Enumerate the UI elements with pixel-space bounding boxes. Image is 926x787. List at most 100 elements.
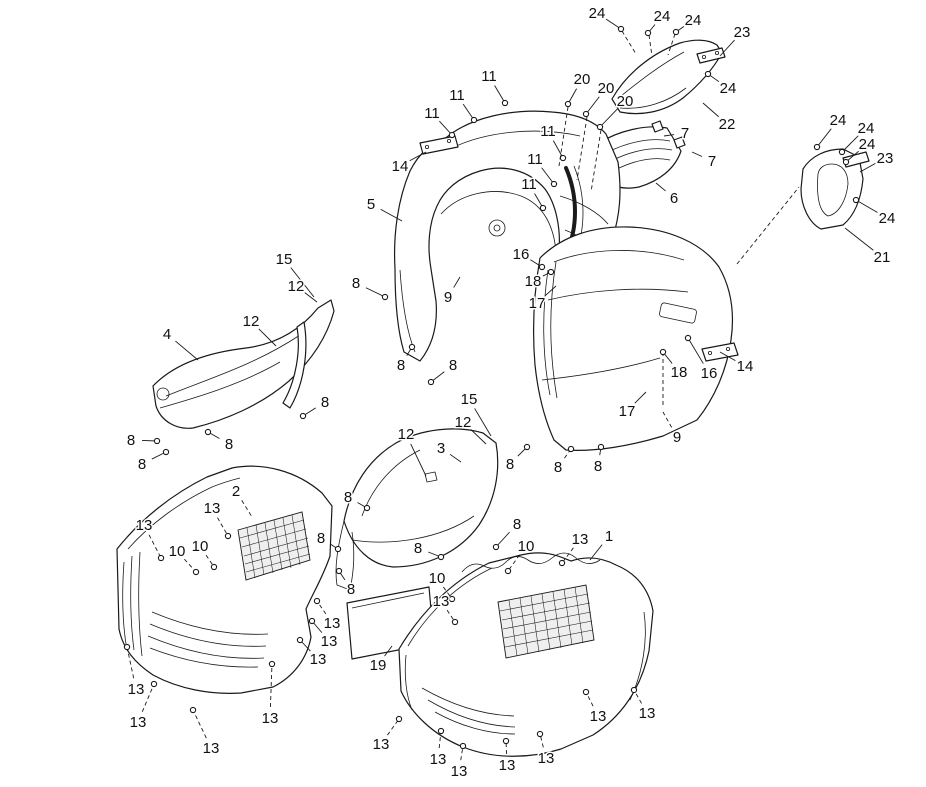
callout-label: 13 xyxy=(262,710,279,727)
leader-line xyxy=(585,691,594,707)
callout-label: 11 xyxy=(449,87,465,104)
callout-label: 8 xyxy=(506,456,514,473)
leader-line xyxy=(443,586,453,600)
leader-line xyxy=(192,709,207,739)
callout-label: 9 xyxy=(673,429,681,446)
fastener-dot xyxy=(536,730,544,738)
callout-label: 8 xyxy=(414,540,422,557)
leader-line xyxy=(141,683,155,713)
callout-label: 8 xyxy=(321,394,329,411)
leader-line xyxy=(290,267,315,298)
callout-label: 13 xyxy=(373,736,390,753)
part-side-strip-left xyxy=(282,321,307,409)
leader-line xyxy=(855,199,878,213)
leader-line xyxy=(561,547,574,564)
fastener-dot xyxy=(567,445,575,453)
callout-label: 13 xyxy=(310,651,327,668)
callout-label: 15 xyxy=(276,251,293,268)
tread-grid-right xyxy=(499,586,594,657)
fastener-dot xyxy=(427,378,435,386)
part-clip-7 xyxy=(651,120,664,133)
assembly-axis-line xyxy=(590,129,602,193)
leader-line xyxy=(446,609,456,623)
callout-label: 8 xyxy=(594,458,602,475)
callout-label: 8 xyxy=(138,456,146,473)
callout-label: 8 xyxy=(449,357,457,374)
leader-line xyxy=(304,292,318,303)
callout-label: 24 xyxy=(830,112,847,129)
callout-label: 24 xyxy=(720,80,737,97)
fastener-dot xyxy=(597,443,605,451)
assembly-axis-line xyxy=(667,33,676,56)
fastener-dot xyxy=(296,636,304,644)
callout-label: 7 xyxy=(681,125,689,142)
callout-label: 19 xyxy=(370,657,387,674)
leader-line xyxy=(719,39,735,57)
leader-line xyxy=(175,340,199,361)
leader-line xyxy=(539,733,544,748)
part-bracket-14-left xyxy=(419,135,459,155)
callout-label: 11 xyxy=(540,123,556,140)
fastener-dot xyxy=(704,70,712,78)
callout-label: 10 xyxy=(518,538,535,555)
fastener-dot xyxy=(644,29,652,37)
callout-label: 21 xyxy=(874,249,891,266)
part-rear-body xyxy=(533,226,739,451)
fastener-dot xyxy=(659,348,667,356)
leader-line xyxy=(494,85,506,104)
callout-label: 13 xyxy=(203,740,220,757)
fastener-dot xyxy=(224,532,232,540)
fastener-dot xyxy=(564,100,572,108)
leader-line xyxy=(409,151,427,162)
callout-label: 13 xyxy=(430,751,447,768)
callout-label: 8 xyxy=(513,516,521,533)
callout-label: 12 xyxy=(455,414,472,431)
fastener-dot xyxy=(268,660,276,668)
fastener-dot xyxy=(395,715,403,723)
callout-label: 13 xyxy=(324,615,341,632)
fastener-dot xyxy=(192,568,200,576)
leader-line xyxy=(663,134,675,137)
leader-line xyxy=(460,745,464,761)
callout-label: 8 xyxy=(352,275,360,292)
fastener-dot xyxy=(684,334,692,342)
callout-label: 16 xyxy=(513,246,530,263)
callout-label: 13 xyxy=(128,681,145,698)
callout-label: 13 xyxy=(204,500,221,517)
leader-line xyxy=(599,108,618,128)
leader-line xyxy=(387,718,400,736)
leader-line xyxy=(544,285,557,297)
fastener-dot xyxy=(451,618,459,626)
callout-label: 20 xyxy=(617,93,634,110)
callout-label: 17 xyxy=(529,295,546,312)
part-right-floorboard xyxy=(398,552,654,757)
leader-line xyxy=(474,408,492,437)
callout-label: 13 xyxy=(538,750,555,767)
leader-line xyxy=(691,151,703,157)
callout-label: 7 xyxy=(708,153,716,170)
leader-line xyxy=(384,645,393,657)
fastener-dot xyxy=(550,180,558,188)
callout-label: 4 xyxy=(163,326,171,343)
callout-label: 8 xyxy=(317,530,325,547)
leader-line xyxy=(217,517,229,537)
callout-label: 9 xyxy=(444,289,452,306)
callout-label: 2 xyxy=(232,483,240,500)
fastener-dot xyxy=(189,706,197,714)
assembly-axis-line xyxy=(621,30,637,55)
leader-line xyxy=(655,182,666,192)
callout-label: 13 xyxy=(572,531,589,548)
leader-line xyxy=(844,227,874,251)
leader-line xyxy=(633,689,642,704)
callout-label: 15 xyxy=(461,391,478,408)
part-center-panel xyxy=(335,428,499,591)
callout-label: 17 xyxy=(619,403,636,420)
fastener-dot xyxy=(448,595,456,603)
fastener-dot xyxy=(204,428,212,436)
leader-line xyxy=(552,140,564,159)
callout-label: 18 xyxy=(671,364,688,381)
leader-line xyxy=(449,453,462,463)
fastener-dot xyxy=(617,25,625,33)
fastener-dot xyxy=(437,553,445,561)
